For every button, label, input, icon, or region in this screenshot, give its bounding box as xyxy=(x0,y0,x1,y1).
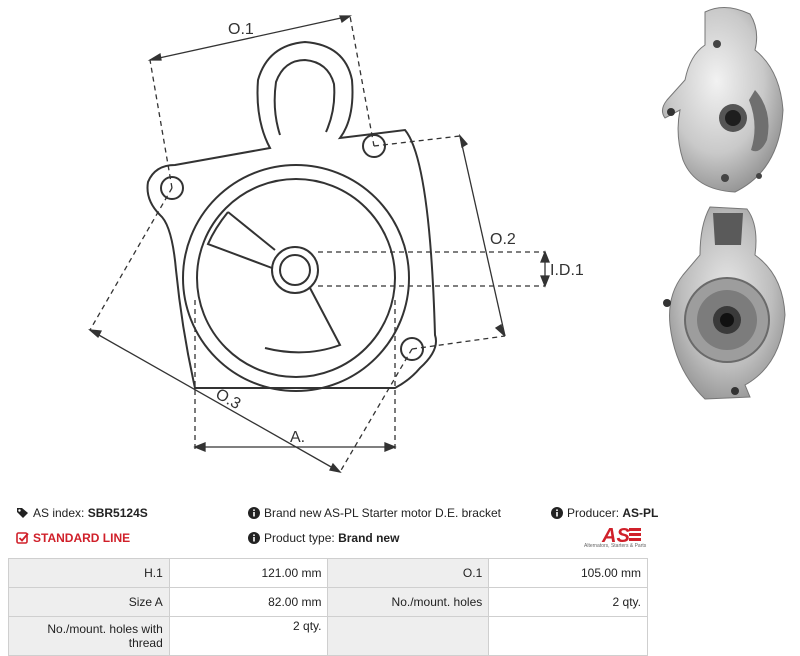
label-o3: O.3 xyxy=(213,386,244,413)
description: Brand new AS-PL Starter motor D.E. brack… xyxy=(248,506,501,520)
table-row: Size A 82.00 mm No./mount. holes 2 qty. xyxy=(8,587,648,617)
as-index-label: AS index: xyxy=(33,506,85,520)
product-type: Product type: Brand new xyxy=(248,531,399,545)
producer-value: AS-PL xyxy=(622,506,659,520)
lug-inner xyxy=(273,58,336,136)
spec-label xyxy=(327,616,490,656)
mount-hole-bottom xyxy=(400,337,424,361)
spec-label: O.1 xyxy=(327,558,490,588)
spec-label: Size A xyxy=(8,587,170,617)
spec-label: H.1 xyxy=(8,558,170,588)
label-id1: I.D.1 xyxy=(550,262,584,279)
logo-subtitle: Alternators, Starters & Parts xyxy=(584,543,647,549)
description-text: Brand new AS-PL Starter motor D.E. brack… xyxy=(264,506,501,520)
producer: Producer: AS-PL xyxy=(551,506,658,520)
spec-table: H.1 121.00 mm O.1 105.00 mm Size A 82.00… xyxy=(8,558,648,656)
label-a: A. xyxy=(290,429,305,446)
label-o2: O.2 xyxy=(490,231,516,248)
spec-label: No./mount. holes xyxy=(327,587,490,617)
product-type-value: Brand new xyxy=(338,531,400,545)
mount-hole-left xyxy=(160,176,184,200)
info-icon xyxy=(248,532,260,544)
bore-inner xyxy=(279,254,311,286)
standard-line-label: STANDARD LINE xyxy=(33,531,131,545)
cutout-sector xyxy=(227,211,342,354)
product-photo-front xyxy=(661,7,784,193)
bracket-outline xyxy=(146,40,437,389)
product-type-label: Product type: xyxy=(264,531,335,545)
check-square-icon xyxy=(16,532,29,544)
mount-hole-top xyxy=(362,134,386,158)
spec-value: 82.00 mm xyxy=(168,587,329,617)
info-icon xyxy=(551,507,563,519)
as-pl-logo: AS xyxy=(601,525,641,547)
product-photo-rear xyxy=(663,206,786,400)
producer-label: Producer: xyxy=(567,506,620,520)
technical-drawing: O.1 O.2 I.D.1 O.3 A. xyxy=(88,15,584,474)
inner-ring xyxy=(196,178,396,378)
label-o1: O.1 xyxy=(228,21,254,38)
outer-ring xyxy=(182,164,410,392)
svg-text:AS: AS xyxy=(601,525,630,547)
spec-value: 121.00 mm xyxy=(168,558,329,588)
info-icon xyxy=(248,507,260,519)
spec-value: 105.00 mm xyxy=(488,558,648,588)
spec-value xyxy=(488,616,648,656)
tag-icon xyxy=(17,508,28,518)
spec-label: No./mount. holes with thread xyxy=(8,616,170,656)
standard-line: STANDARD LINE xyxy=(16,531,130,545)
bore-outer xyxy=(271,246,319,294)
as-index: AS index: SBR5124S xyxy=(16,506,148,520)
as-index-value: SBR5124S xyxy=(87,506,148,520)
table-row: H.1 121.00 mm O.1 105.00 mm xyxy=(8,558,648,588)
spec-value: 2 qty. xyxy=(488,587,648,617)
